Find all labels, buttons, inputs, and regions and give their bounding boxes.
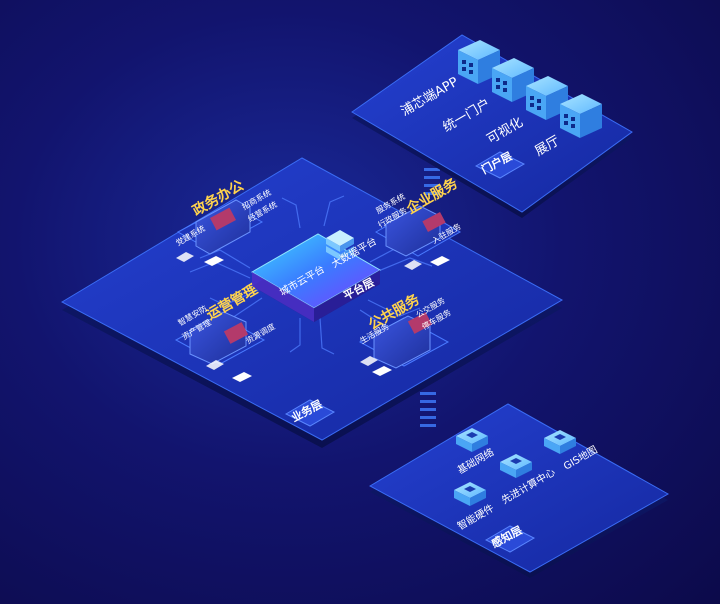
- perception-layer: 基础网络 先进计算中心 GIS地图 智能硬件 感知层: [368, 403, 670, 578]
- chip-cube-icon: [456, 428, 488, 452]
- server-cube-icon: [492, 58, 534, 102]
- server-cube-icon: [526, 76, 568, 120]
- layer-connector-bottom: [420, 392, 436, 427]
- server-cube-icon: [560, 94, 602, 138]
- database-stack-icon: [326, 230, 354, 260]
- chip-cube-icon: [500, 454, 532, 478]
- module-title-enterprise-service: 企业服务: [403, 174, 462, 218]
- chip-cube-icon: [544, 430, 576, 454]
- portal-layer: 浦芯端APP 统一门户 可视化 展厅 门户层: [351, 34, 633, 218]
- chip-cube-icon: [454, 482, 486, 506]
- layer-connector-top: [424, 168, 440, 195]
- platform-layer: 城市云平台 大数据平台 平台层: [251, 230, 381, 322]
- business-layer: 政务办公 党建系统 招商系统 经营系统 企业服务 服务系统 行政服务 入驻服务 …: [60, 157, 564, 448]
